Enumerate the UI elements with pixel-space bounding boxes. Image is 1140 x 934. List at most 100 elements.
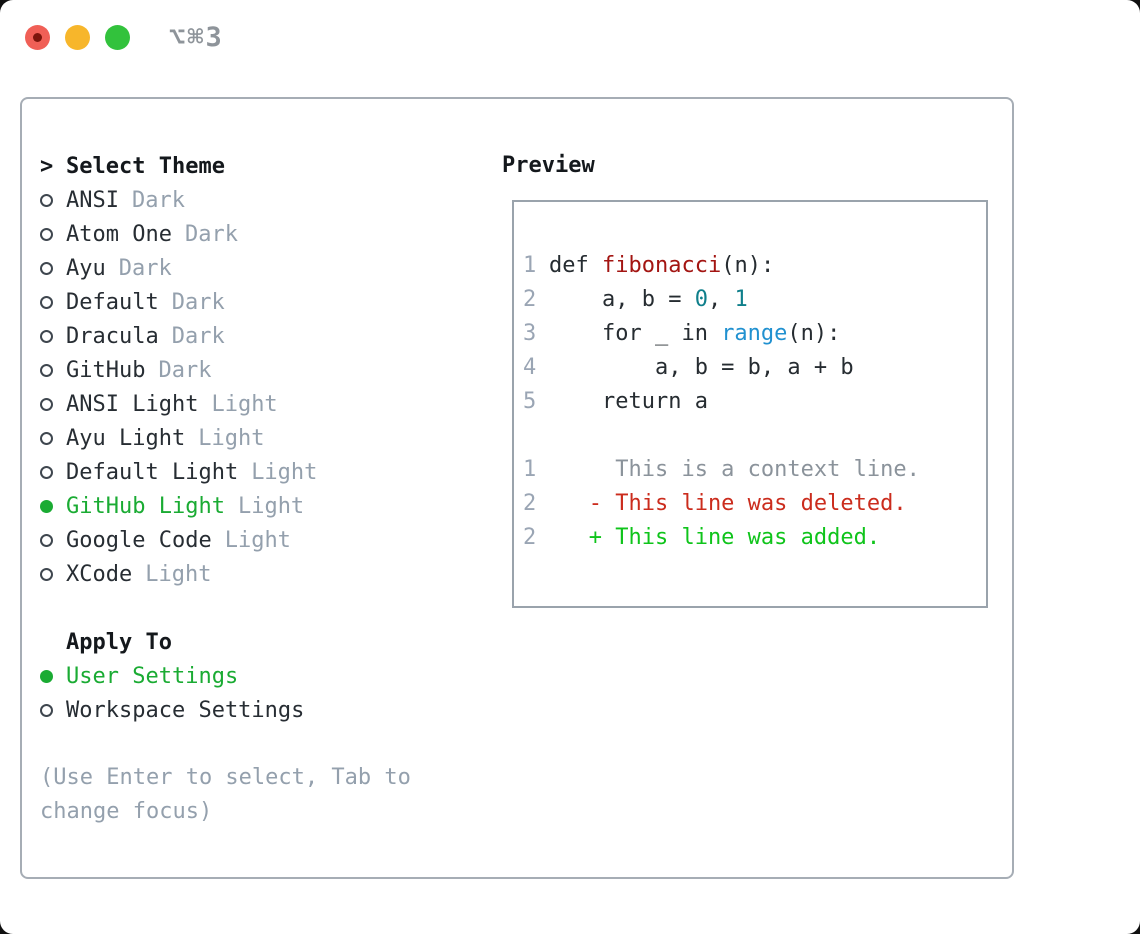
apply-option-label: Workspace Settings — [66, 697, 305, 723]
code-line: 1 This is a context line. — [523, 453, 986, 487]
code-token-plain: (n): — [721, 253, 775, 278]
code-token-context: This is a context line. — [549, 457, 920, 482]
line-number: 2 — [523, 491, 537, 516]
code-token-func: fibonacci — [601, 253, 722, 278]
prompt-arrow-icon: > — [40, 153, 54, 179]
radio-dot — [40, 431, 53, 445]
preview-title: Preview — [502, 153, 595, 178]
code-line: 5 return a — [523, 385, 986, 419]
theme-item-github[interactable]: GitHub Dark — [40, 353, 502, 387]
radio-dot — [40, 703, 53, 717]
apply-option-workspace-settings[interactable]: Workspace Settings — [40, 693, 502, 727]
radio-dot — [40, 669, 53, 683]
theme-item-label: ANSI — [66, 187, 119, 213]
radio-dot — [40, 295, 53, 309]
theme-item-ayu-light[interactable]: Ayu Light Light — [40, 421, 502, 455]
code-token-added: + This line was added. — [549, 525, 881, 550]
radio-icon — [40, 329, 66, 343]
theme-item-label: Ayu — [66, 255, 106, 281]
apply-option-user-settings[interactable]: User Settings — [40, 659, 502, 693]
close-button[interactable] — [25, 24, 50, 50]
radio-icon — [40, 261, 66, 275]
radio-icon — [40, 227, 66, 241]
code-line: 2 a, b = 0, 1 — [523, 283, 986, 317]
keyboard-hint: (Use Enter to select, Tab to change focu… — [40, 765, 411, 824]
theme-item-label: GitHub Light — [66, 493, 225, 519]
theme-variant-label: Light — [237, 493, 305, 519]
theme-variant-label: Light — [224, 527, 291, 553]
radio-selected-icon — [40, 499, 66, 513]
code-token-numlit: 1 — [734, 287, 748, 312]
theme-variant-label: Dark — [171, 289, 225, 315]
line-number: 3 — [523, 321, 537, 346]
apply-option-label: User Settings — [66, 663, 239, 689]
theme-variant-label: Dark — [118, 255, 172, 281]
radio-icon — [40, 193, 66, 207]
theme-item-default[interactable]: Default Dark — [40, 285, 502, 319]
line-number: 1 — [523, 457, 537, 482]
theme-item-label: XCode — [66, 561, 133, 587]
theme-item-github-light[interactable]: GitHub Light Light — [40, 489, 502, 523]
theme-item-label: Ayu Light — [66, 425, 186, 451]
zoom-button[interactable] — [105, 24, 130, 50]
theme-variant-label: Light — [211, 391, 278, 417]
titlebar: ⌥⌘3 — [25, 21, 224, 53]
select-theme-title: Select Theme — [66, 153, 225, 179]
radio-selected-icon — [40, 669, 66, 683]
theme-variant-label: Dark — [171, 323, 225, 349]
code-token-plain: a, b = — [549, 287, 695, 312]
code-token-numlit: 0 — [694, 287, 708, 312]
code-token-plain: return a — [549, 389, 708, 414]
radio-dot — [40, 533, 53, 547]
minimize-button[interactable] — [65, 24, 90, 50]
close-dot-icon — [33, 32, 42, 42]
radio-dot — [40, 567, 53, 581]
theme-item-ayu[interactable]: Ayu Dark — [40, 251, 502, 285]
radio-icon — [40, 295, 66, 309]
code-token-call: range — [721, 321, 788, 346]
radio-icon — [40, 397, 66, 411]
code-token-plain: def — [549, 253, 602, 278]
apply-to-title: Apply To — [66, 629, 172, 655]
radio-dot — [40, 227, 53, 241]
radio-dot — [40, 329, 53, 343]
radio-icon — [40, 363, 66, 377]
theme-item-ansi-light[interactable]: ANSI Light Light — [40, 387, 502, 421]
line-number: 2 — [523, 287, 537, 312]
radio-icon — [40, 431, 66, 445]
code-line: 4 a, b = b, a + b — [523, 351, 986, 385]
theme-item-label: Default — [66, 289, 159, 315]
radio-icon — [40, 465, 66, 479]
line-number: 4 — [523, 355, 537, 380]
code-token-plain: for _ in — [549, 321, 722, 346]
code-line: 3 for _ in range(n): — [523, 317, 986, 351]
theme-variant-label: Light — [198, 425, 265, 451]
line-number: 5 — [523, 389, 537, 414]
theme-item-label: GitHub — [66, 357, 146, 383]
code-token-plain: , — [707, 287, 735, 312]
radio-dot — [40, 261, 53, 275]
radio-icon — [40, 533, 66, 547]
code-token-plain: (n): — [787, 321, 841, 346]
code-line: 2 + This line was added. — [523, 521, 986, 555]
code-token-plain: a, b = b, a + b — [549, 355, 854, 380]
theme-variant-label: Dark — [158, 357, 212, 383]
theme-item-label: ANSI Light — [66, 391, 199, 417]
radio-dot — [40, 397, 53, 411]
window-shortcut-label: ⌥⌘3 — [169, 21, 224, 53]
